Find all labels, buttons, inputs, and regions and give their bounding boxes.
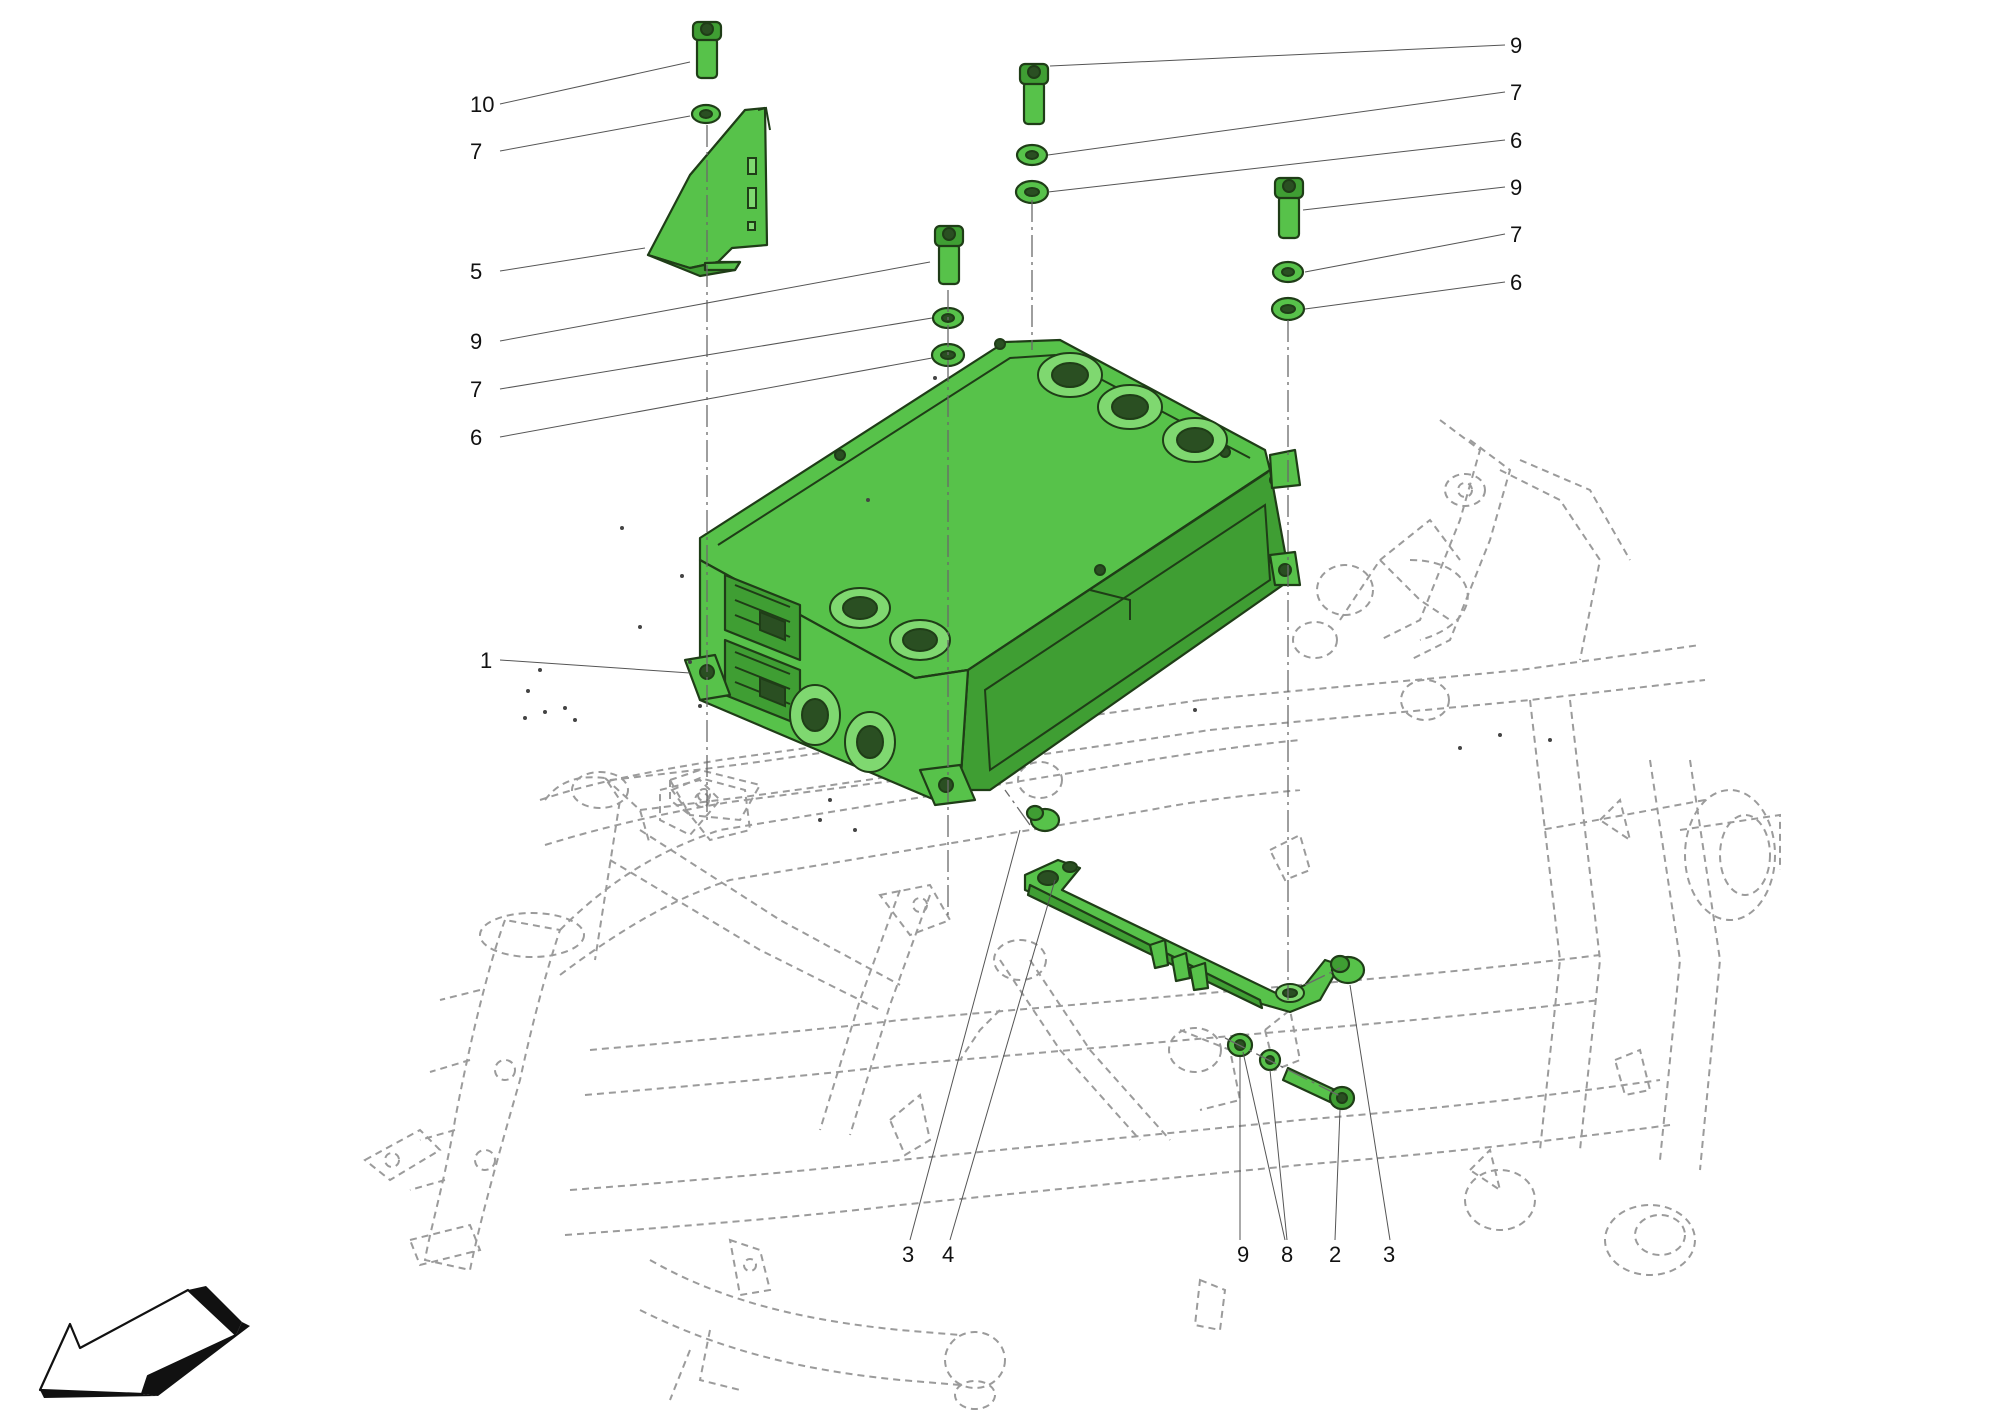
callout-7: 7: [470, 377, 482, 402]
callout-7: 7: [470, 139, 482, 164]
grommet-part-3-left: [1025, 804, 1061, 833]
callout-3: 3: [1383, 1242, 1395, 1267]
support-strap-part-4: [1023, 858, 1342, 1014]
ecu-round-ports: [829, 352, 1228, 661]
callout-7: 7: [1510, 222, 1522, 247]
callout-leader-lines: [499, 44, 1506, 1241]
callout-9: 9: [1510, 175, 1522, 200]
background-specks: [523, 376, 1552, 832]
callout-6: 6: [470, 425, 482, 450]
washer-part-7-top: [1015, 143, 1049, 167]
callout-1: 1: [480, 648, 492, 673]
grommet-part-3-right: [1329, 954, 1366, 985]
bolt-part-9-top: [1018, 62, 1050, 126]
control-unit-part-1: [683, 338, 1302, 807]
pin-part-2: [1281, 1066, 1356, 1111]
callout-9: 9: [1510, 33, 1522, 58]
callout-7: 7: [1510, 80, 1522, 105]
callout-4: 4: [942, 1242, 954, 1267]
callout-6: 6: [1510, 128, 1522, 153]
callout-2: 2: [1329, 1242, 1341, 1267]
direction-arrow-icon: [38, 1286, 250, 1398]
washer-part-7-right: [1271, 260, 1305, 284]
ecu-cable-glands: [789, 684, 896, 773]
bolt-part-10: [691, 20, 723, 80]
washer-part-8-lower: [1258, 1048, 1282, 1072]
callout-6: 6: [1510, 270, 1522, 295]
bolt-part-9-right: [1273, 176, 1305, 240]
assembly-axis-lines: [706, 125, 1341, 1097]
bolt-part-9-center: [933, 224, 965, 286]
callout-labels: 10 7 5 9 7 6 1 9 7 6 9 7 6 3 4 9 8 2 3: [470, 33, 1522, 1267]
callout-8: 8: [1281, 1242, 1293, 1267]
callout-9: 9: [470, 329, 482, 354]
washer-part-7-top-left: [690, 103, 722, 125]
callout-9: 9: [1237, 1242, 1249, 1267]
callout-5: 5: [470, 259, 482, 284]
washer-part-6-top: [1014, 179, 1050, 205]
callout-10: 10: [470, 92, 494, 117]
washer-part-6-right: [1270, 296, 1306, 322]
mounting-bracket-part-5: [646, 106, 771, 278]
callout-3: 3: [902, 1242, 914, 1267]
